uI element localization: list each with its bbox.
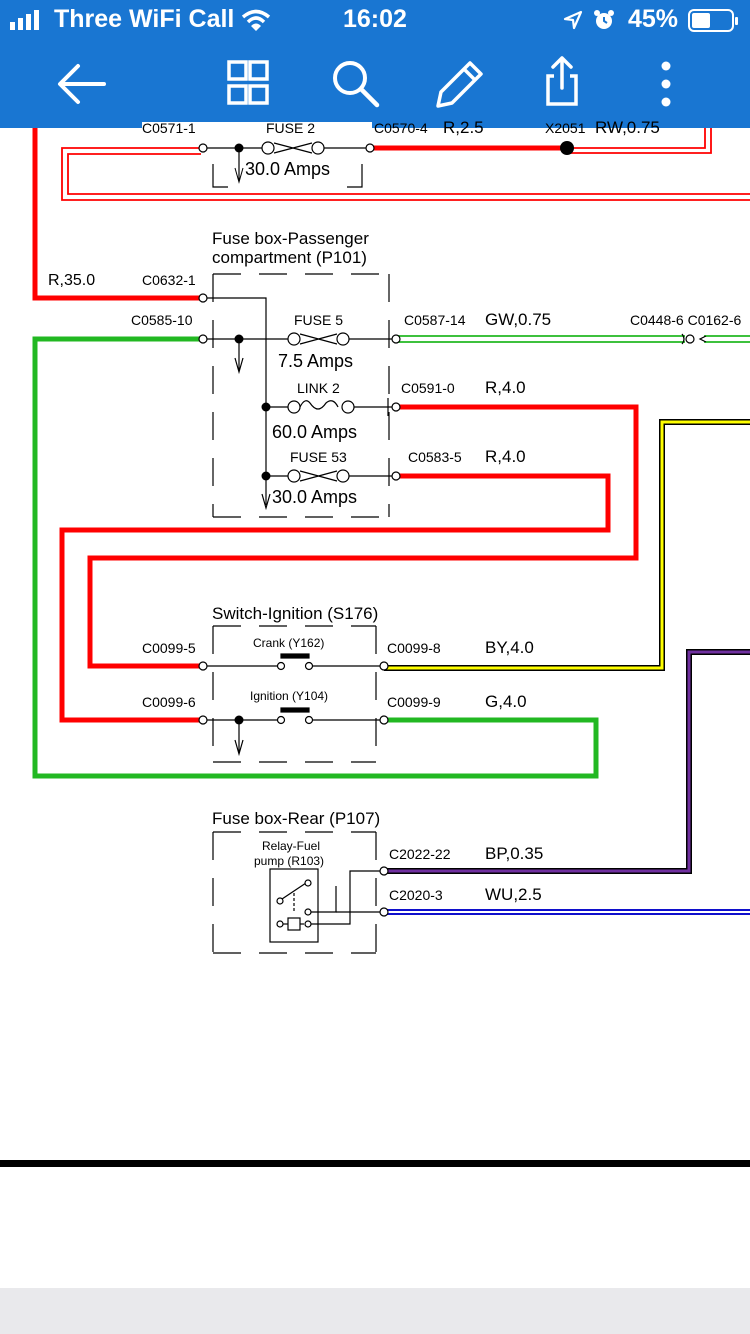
relay-label-1: Relay-Fuel (262, 839, 320, 853)
grid-view-button[interactable] (208, 40, 288, 128)
conn-c0591-0: C0591-0 (401, 380, 455, 396)
ignition-box-outline (212, 625, 377, 763)
link2-label: LINK 2 (297, 380, 340, 396)
clock-time: 16:02 (343, 5, 407, 33)
splice-x2051-label: X2051 (545, 120, 586, 136)
conn-c0632-1: C0632-1 (142, 272, 196, 288)
wire-label-bp: BP,0.35 (485, 844, 543, 863)
wifi-icon (241, 9, 271, 31)
status-bar: Three WiFi Call 16:02 45% (0, 0, 750, 40)
back-button[interactable] (44, 40, 124, 128)
conn-c0099-8: C0099-8 (387, 640, 441, 656)
conn-c0448-6: C0448-6 C0162-6 (630, 312, 742, 328)
wire-label-by: BY,4.0 (485, 638, 534, 657)
wiring-diagram[interactable]: C0571-1 FUSE 2 C0570-4 R,2.5 X2051 RW,0.… (0, 118, 750, 1288)
wire-label-r-35: R,35.0 (48, 272, 95, 289)
share-button[interactable] (522, 40, 602, 128)
fuel-pump-relay[interactable] (269, 866, 389, 943)
fuse53-component[interactable] (266, 469, 401, 483)
fuse2-amps: 30.0 Amps (245, 159, 330, 179)
pencil-icon (436, 61, 483, 108)
signal-icon (10, 10, 39, 30)
grid-icon (227, 60, 269, 105)
conn-c0583-5: C0583-5 (408, 449, 462, 465)
passenger-box-title-1: Fuse box-Passenger (212, 229, 369, 248)
battery-percent: 45% (628, 5, 679, 33)
conn-c2022-22: C2022-22 (389, 846, 451, 862)
ignition-label: Ignition (Y104) (250, 689, 328, 703)
page-bottom-border (0, 1160, 750, 1167)
wire-green-loop[interactable] (32, 336, 599, 779)
passenger-box-title-2: compartment (P101) (212, 248, 367, 267)
share-icon (546, 56, 578, 106)
wire-red-feed[interactable] (32, 128, 203, 301)
rear-box-title: Fuse box-Rear (P107) (212, 809, 380, 828)
toolbar (0, 40, 750, 128)
crank-label: Crank (Y162) (253, 636, 324, 650)
battery-icon (688, 9, 738, 32)
ignition-splice (234, 715, 244, 725)
conn-c0571-1: C0571-1 (142, 120, 196, 136)
fuse2-label: FUSE 2 (266, 120, 315, 136)
wire-label-gw: GW,0.75 (485, 310, 551, 329)
wire-label-rw-0-75: RW,0.75 (595, 118, 660, 137)
conn-c0570-4: C0570-4 (374, 120, 428, 136)
fuse53-label: FUSE 53 (290, 449, 347, 465)
conn-c0099-5: C0099-5 (142, 640, 196, 656)
crank-switch[interactable] (198, 653, 389, 671)
search-icon (333, 61, 380, 108)
more-options-button[interactable] (626, 40, 706, 128)
wire-label-r-2-5: R,2.5 (443, 118, 484, 137)
conn-c0585-10: C0585-10 (131, 312, 193, 328)
fuse5-label: FUSE 5 (294, 312, 343, 328)
wire-red-link2[interactable] (87, 404, 639, 669)
link2-amps: 60.0 Amps (272, 422, 357, 442)
link2-component[interactable] (266, 398, 401, 416)
wire-label-r-4-link2: R,4.0 (485, 378, 526, 397)
back-arrow-icon (58, 64, 106, 104)
bottom-bar (0, 1288, 750, 1334)
wire-label-r-4-fuse53: R,4.0 (485, 447, 526, 466)
more-icon (661, 61, 671, 107)
fuse5-amps: 7.5 Amps (278, 351, 353, 371)
wire-label-g: G,4.0 (485, 692, 527, 711)
conn-c0587-14: C0587-14 (404, 312, 466, 328)
wiring-diagram-canvas: C0571-1 FUSE 2 C0570-4 R,2.5 X2051 RW,0.… (0, 118, 750, 1167)
inline-connector-c0448 (681, 333, 707, 345)
ignition-switch[interactable] (198, 707, 389, 757)
wire-by[interactable] (384, 419, 750, 671)
rear-box-outline (212, 831, 377, 954)
wire-label-wu: WU,2.5 (485, 885, 542, 904)
splice-x2051 (560, 141, 574, 155)
wire-red-fuse53[interactable] (59, 473, 611, 723)
conn-c0099-6: C0099-6 (142, 694, 196, 710)
fuse53-amps: 30.0 Amps (272, 487, 357, 507)
wire-rw-loop[interactable] (61, 128, 750, 201)
location-arrow-icon (563, 10, 583, 30)
conn-c2020-3: C2020-3 (389, 887, 443, 903)
carrier-label: Three WiFi Call (54, 5, 235, 33)
relay-label-2: pump (R103) (254, 854, 324, 868)
passenger-splice-1 (234, 334, 244, 344)
fuse5-component[interactable] (287, 332, 401, 346)
wire-gw[interactable] (396, 335, 750, 343)
annotate-button[interactable] (418, 40, 498, 128)
ignition-switch-title: Switch-Ignition (S176) (212, 604, 378, 623)
search-button[interactable] (315, 40, 395, 128)
fuse2-component[interactable] (142, 122, 375, 188)
wire-bp[interactable] (384, 649, 750, 874)
passenger-box-internals (198, 293, 288, 511)
alarm-icon (594, 10, 614, 29)
conn-c0099-9: C0099-9 (387, 694, 441, 710)
